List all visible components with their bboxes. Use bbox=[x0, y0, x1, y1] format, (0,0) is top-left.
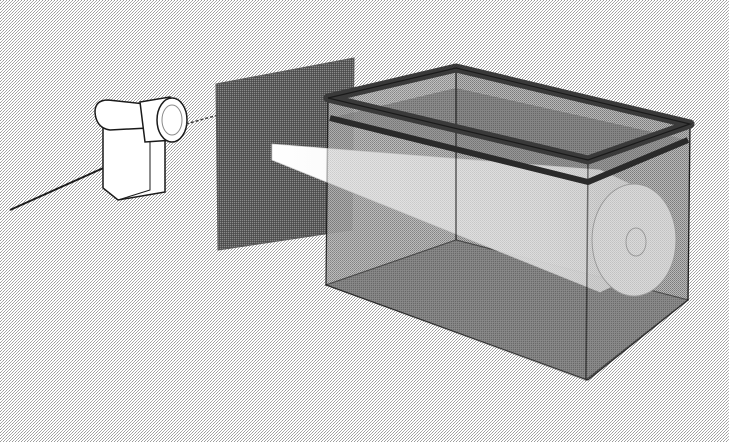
glass-tank bbox=[271, 63, 695, 382]
tank-waterline-rim bbox=[329, 115, 690, 185]
projector bbox=[94, 96, 188, 201]
tank-top-rim-outline bbox=[327, 67, 693, 161]
power-cord bbox=[9, 164, 111, 211]
projector-stand-edge bbox=[117, 126, 151, 201]
projector-lens-inner bbox=[161, 104, 183, 136]
lens-light-path bbox=[185, 114, 219, 125]
projector-lens bbox=[156, 97, 188, 143]
